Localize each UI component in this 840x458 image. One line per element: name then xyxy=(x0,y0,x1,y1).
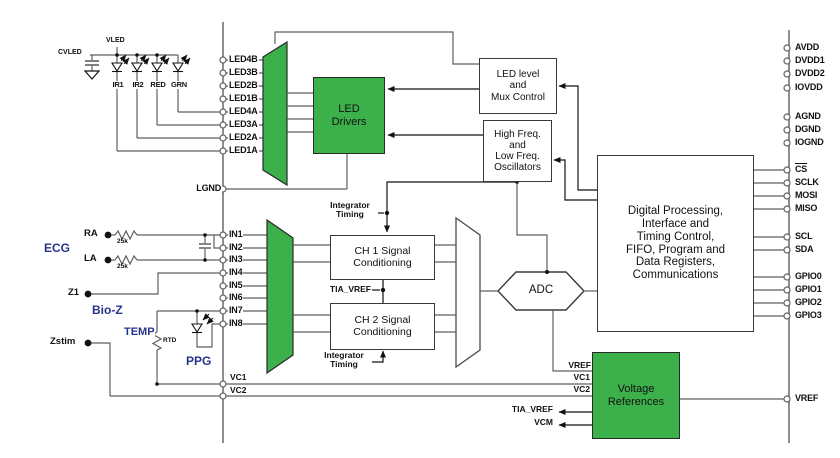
pin-gpio0: GPIO0 xyxy=(794,271,823,282)
pin-led4b: LED4B xyxy=(228,54,259,65)
pin-dgnd: DGND xyxy=(794,124,822,135)
pin-vc1: VC1 xyxy=(229,372,248,382)
led-output-mux-shape xyxy=(262,40,288,187)
pin-led1b: LED1B xyxy=(228,93,259,104)
pin-in3: IN3 xyxy=(228,254,244,265)
pin-dvdd2: DVDD2 xyxy=(794,68,826,79)
pin-in7: IN7 xyxy=(228,305,244,316)
pin-led4a: LED4A xyxy=(228,106,259,117)
led-emission-arrows xyxy=(119,54,191,65)
pin-miso: MISO xyxy=(794,203,819,214)
pin-agnd: AGND xyxy=(794,111,822,122)
ra-electrode-label: RA xyxy=(84,228,98,239)
pin-gpio2: GPIO2 xyxy=(794,297,823,308)
pin-led1a: LED1A xyxy=(228,145,259,156)
led-ir1-label: IR1 xyxy=(107,81,129,89)
cvled-cap-label: CVLED xyxy=(58,49,82,56)
tia-vref-out-label: TIA_VREF xyxy=(498,405,554,414)
pin-scl: SCL xyxy=(794,231,814,242)
oscillators-block: High Freq. and Low Freq. Oscillators xyxy=(483,120,552,182)
pin-vc2: VC2 xyxy=(229,385,248,395)
voltage-references-block: Voltage References xyxy=(592,352,680,439)
pin-vref: VREF xyxy=(794,393,820,404)
digital-pin-lines xyxy=(752,169,784,317)
bioz-group-label: Bio-Z xyxy=(92,303,123,317)
pin-in5: IN5 xyxy=(228,280,244,291)
pin-led2b: LED2B xyxy=(228,80,259,91)
led-ir2-label: IR2 xyxy=(127,81,149,89)
pin-iovdd: IOVDD xyxy=(794,82,824,93)
vled-supply-label: VLED xyxy=(106,37,125,44)
z1-electrode-label: Z1 xyxy=(68,287,80,298)
control-arrows xyxy=(387,83,597,201)
tia-vref-mid-label: TIA_VREF xyxy=(320,285,372,294)
led-level-mux-control-block: LED level and Mux Control xyxy=(479,58,557,114)
pin-circles xyxy=(219,44,791,403)
pin-in6: IN6 xyxy=(228,292,244,303)
pin-dvdd1: DVDD1 xyxy=(794,55,826,66)
ppg-group-label: PPG xyxy=(186,354,212,368)
pin-cs: CS xyxy=(794,164,809,175)
ch1-signal-conditioning-block: CH 1 Signal Conditioning xyxy=(330,235,435,280)
pin-in4: IN4 xyxy=(228,267,244,278)
pin-iognd: IOGND xyxy=(794,137,825,148)
led-red-label: RED xyxy=(146,81,170,89)
pin-mosi: MOSI xyxy=(794,190,819,201)
pin-in2: IN2 xyxy=(228,242,244,253)
photodiode-icon xyxy=(191,313,214,334)
oscillator-timing-wiring xyxy=(516,180,548,270)
pin-led3b: LED3B xyxy=(228,67,259,78)
pin-in1: IN1 xyxy=(228,229,244,240)
led-grn-label: GRN xyxy=(167,81,191,89)
vc1-net-label: VC1 xyxy=(563,373,591,382)
integrator-timing-bottom-label: Integrator Timing xyxy=(316,351,372,369)
pin-avdd: AVDD xyxy=(794,42,821,53)
temp-group-label: TEMP xyxy=(124,326,155,339)
pin-gpio1: GPIO1 xyxy=(794,284,823,295)
integrator-timing-top-label: Integrator Timing xyxy=(322,201,378,219)
led-mux-control-wiring xyxy=(274,31,479,133)
digital-processing-block: Digital Processing, Interface and Timing… xyxy=(597,155,754,332)
pin-sda: SDA xyxy=(794,244,815,255)
adc-mux-shape xyxy=(455,216,481,369)
ch2-signal-conditioning-block: CH 2 Signal Conditioning xyxy=(330,303,435,350)
pin-led2a: LED2A xyxy=(228,132,259,143)
voltage-ref-out-arrows xyxy=(558,409,592,428)
pin-gpio3: GPIO3 xyxy=(794,310,823,321)
signal-chain-wiring xyxy=(293,244,784,400)
pin-led3a: LED3A xyxy=(228,119,259,130)
rtd-label: RTD xyxy=(163,337,177,344)
vref-net-label: VREF xyxy=(560,361,592,370)
ecg-group-label: ECG xyxy=(44,241,71,255)
la-resistor-value: 25k xyxy=(117,263,128,270)
vcm-out-label: VCM xyxy=(498,418,554,427)
ra-resistor-value: 25k xyxy=(117,238,128,245)
zstim-electrode-label: Zstim xyxy=(50,336,76,347)
pin-sclk: SCLK xyxy=(794,177,820,188)
pin-in8: IN8 xyxy=(228,318,244,329)
led-drivers-block: LED Drivers xyxy=(313,77,385,154)
adc-label: ADC xyxy=(528,284,554,296)
pin-lgnd: LGND xyxy=(182,183,222,194)
la-electrode-label: LA xyxy=(84,253,97,264)
input-mux-shape xyxy=(266,218,294,375)
vc2-net-label: VC2 xyxy=(563,385,591,394)
led-diode-icons xyxy=(111,62,184,73)
